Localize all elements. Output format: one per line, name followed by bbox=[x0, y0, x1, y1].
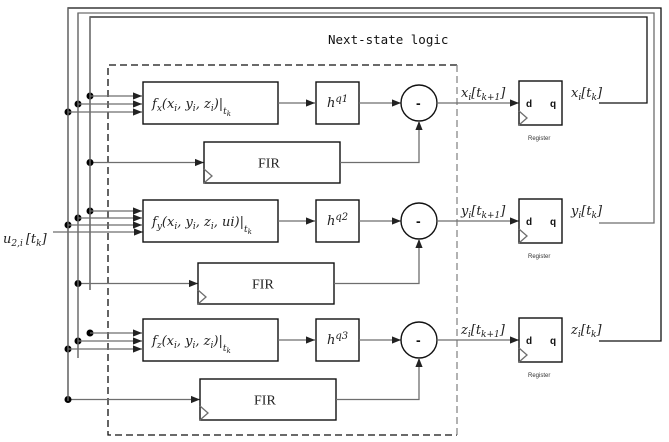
summing-sign: - bbox=[416, 332, 421, 348]
register-port-q: q bbox=[550, 217, 556, 228]
svg-text:u2,i[tk]: u2,i[tk] bbox=[3, 232, 48, 249]
gain-label-x: hq1 bbox=[327, 94, 348, 111]
register-label: Register bbox=[528, 373, 550, 379]
feedback-wire-x bbox=[89, 16, 648, 290]
clock-triangle-icon bbox=[197, 289, 207, 305]
register-port-d: d bbox=[526, 336, 532, 347]
function-box-x bbox=[142, 81, 279, 125]
state-output-label-y: yi[tk] bbox=[570, 204, 603, 221]
register-port-q: q bbox=[550, 99, 556, 110]
clock-triangle-icon bbox=[518, 228, 528, 244]
gain-box-z bbox=[315, 318, 360, 362]
fir-label: FIR bbox=[252, 278, 274, 293]
next-state-logic-boundary bbox=[107, 64, 457, 436]
fir-box-z bbox=[199, 378, 337, 421]
fir-box-x bbox=[203, 141, 341, 184]
row-y: fy(xi, yi, zi, ui)|tk hq2 - FIR yi[tk+1] d qRe… bbox=[64, 198, 603, 305]
clock-triangle-icon bbox=[199, 405, 209, 421]
clock-triangle-icon bbox=[203, 168, 213, 184]
row-x: fx(xi, yi, zi)|tk hq1 - FIR xi[tk+1] d qRegist… bbox=[64, 80, 603, 184]
gain-label-y: hq2 bbox=[327, 212, 348, 229]
function-label-z: fz(xi, yi, zi)|tk bbox=[151, 334, 231, 355]
gain-label-z: hq3 bbox=[327, 331, 348, 348]
fir-output-wire bbox=[336, 358, 423, 401]
function-label-y: fy(xi, yi, zi, ui)|tk bbox=[151, 215, 252, 236]
state-output-label-x: xi[tk] bbox=[571, 86, 603, 103]
next-state-logic-title: Next-state logic bbox=[328, 32, 448, 47]
clock-triangle-icon bbox=[518, 347, 528, 363]
register-port-d: d bbox=[526, 99, 532, 110]
register-label: Register bbox=[528, 254, 550, 260]
function-box-y bbox=[142, 199, 279, 243]
summing-sign: - bbox=[416, 213, 421, 229]
next-state-label-x: xi[tk+1] bbox=[461, 86, 506, 103]
register-port-d: d bbox=[526, 217, 532, 228]
register-y bbox=[518, 198, 563, 244]
input-label: u2,i[tk] bbox=[3, 232, 48, 249]
state-output-label-z: zi[tk] bbox=[570, 323, 603, 340]
clock-triangle-icon bbox=[518, 110, 528, 126]
function-label-x: fx(xi, yi, zi)|tk bbox=[151, 97, 231, 118]
summing-sign: - bbox=[416, 95, 421, 111]
gain-box-x bbox=[315, 81, 360, 125]
fir-output-wire bbox=[334, 239, 423, 285]
next-state-label-y: yi[tk+1] bbox=[460, 204, 506, 221]
next-state-label-z: zi[tk+1] bbox=[460, 323, 506, 340]
fir-label: FIR bbox=[258, 157, 280, 172]
register-port-q: q bbox=[550, 336, 556, 347]
fir-label: FIR bbox=[254, 394, 276, 409]
row-z: fz(xi, yi, zi)|tk hq3 - FIR zi[tk+1] d qRegist… bbox=[64, 317, 603, 421]
fir-output-wire bbox=[340, 121, 423, 164]
register-label: Register bbox=[528, 136, 550, 142]
